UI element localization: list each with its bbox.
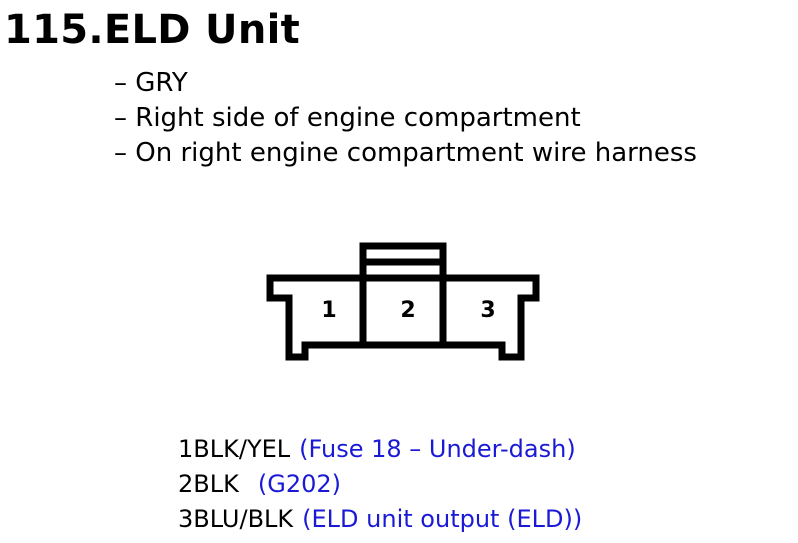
pin-wire-color: BLK <box>193 470 239 498</box>
connector-pin-3-label: 3 <box>480 298 495 323</box>
connector-pin-1-label: 1 <box>321 298 336 323</box>
pin-row: 3BLU/BLK (ELD unit output (ELD)) <box>178 502 582 537</box>
pin-row: 1BLK/YEL (Fuse 18 – Under-dash) <box>178 432 582 467</box>
pin-row: 2BLK (G202) <box>178 467 582 502</box>
pin-description: (ELD unit output (ELD)) <box>302 505 583 533</box>
pin-description: (Fuse 18 – Under-dash) <box>299 435 576 463</box>
note-harness: – On right engine compartment wire harne… <box>114 138 697 168</box>
pin-list: 1BLK/YEL (Fuse 18 – Under-dash) 2BLK (G202… <box>178 432 582 537</box>
pin-wire-color: BLU/BLK <box>193 505 294 533</box>
pin-wire-color: BLK/YEL <box>193 435 291 463</box>
pin-description: (G202) <box>257 470 341 498</box>
pin-number: 1 <box>178 435 194 463</box>
connector-housing-outline <box>266 274 540 361</box>
pin-number: 2 <box>178 470 194 498</box>
location-notes: – GRY – Right side of engine compartment… <box>114 66 697 171</box>
note-location: – Right side of engine compartment <box>114 103 581 133</box>
connector-pin-2-label: 2 <box>400 298 415 323</box>
pin-number: 3 <box>178 505 194 533</box>
note-color: – GRY <box>114 68 188 98</box>
connector-diagram: 1 2 3 <box>266 242 540 361</box>
page-title: 115.ELD Unit <box>4 7 301 53</box>
